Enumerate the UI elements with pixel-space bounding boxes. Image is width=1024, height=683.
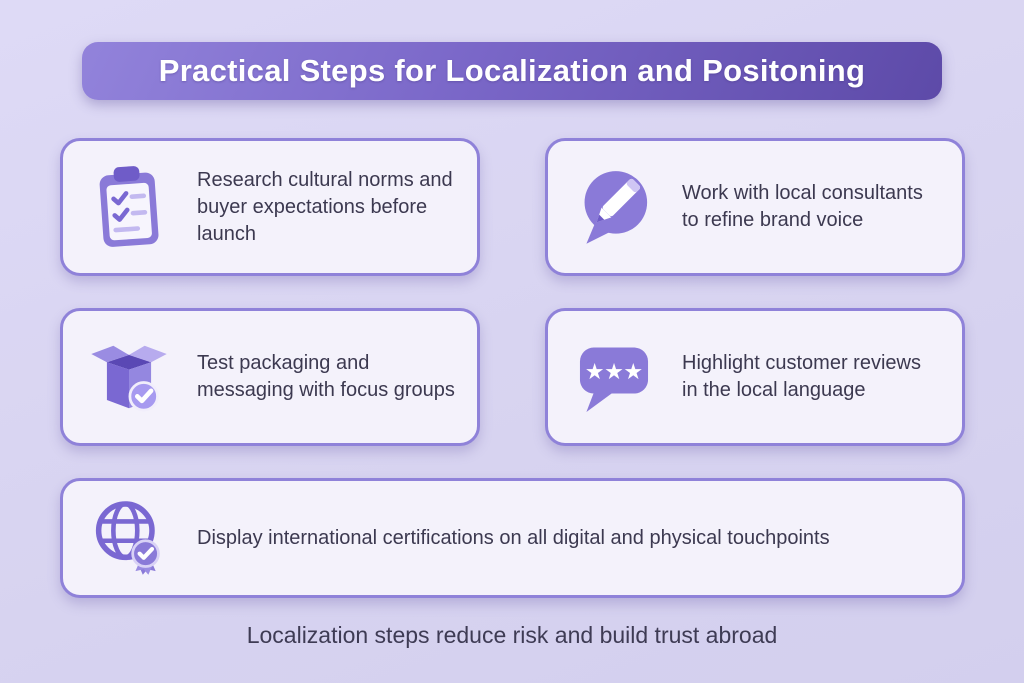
- card-consultants: Work with local consultants to refine br…: [545, 138, 965, 276]
- card-text-research: Research cultural norms and buyer expect…: [197, 168, 453, 245]
- clipboard-checklist-icon: [81, 159, 177, 255]
- card-text-certifications: Display international certifications on …: [197, 526, 830, 549]
- svg-text:★: ★: [604, 360, 624, 385]
- footer-caption: Localization steps reduce risk and build…: [246, 622, 778, 648]
- speech-bubble-stars-icon: ★ ★ ★: [566, 329, 662, 425]
- speech-bubble-pencil-icon: [566, 159, 662, 255]
- globe-certificate-icon: [81, 490, 177, 586]
- card-packaging: Test packaging and messaging with focus …: [60, 308, 480, 446]
- card-text-consultants: Work with local consultants to refine br…: [682, 182, 923, 231]
- page-title: Practical Steps for Localization and Pos…: [158, 53, 866, 88]
- card-certifications: Display international certifications on …: [60, 478, 965, 598]
- svg-text:★: ★: [585, 360, 605, 385]
- card-reviews: ★ ★ ★ Highlight customer reviews in the …: [545, 308, 965, 446]
- card-text-reviews: Highlight customer reviews in the local …: [682, 352, 921, 401]
- open-box-check-icon: [81, 329, 177, 425]
- card-research: Research cultural norms and buyer expect…: [60, 138, 480, 276]
- card-text-packaging: Test packaging and messaging with focus …: [197, 352, 455, 401]
- title-banner: Practical Steps for Localization and Pos…: [82, 42, 942, 100]
- svg-text:★: ★: [623, 360, 643, 385]
